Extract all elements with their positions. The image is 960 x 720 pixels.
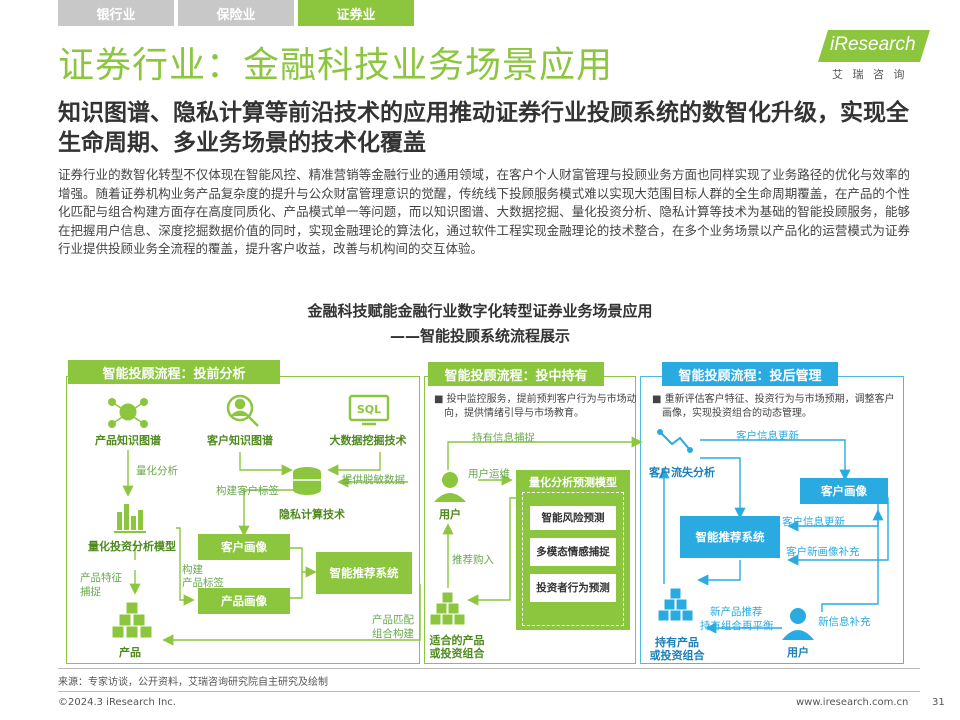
chart-title: 金融科技赋能金融行业数字化转型证券业务场景应用	[307, 302, 653, 320]
label-new-info: 新信息补充	[818, 616, 871, 628]
smart-recommend-box-1: 智能推荐系统	[316, 552, 412, 594]
label-product-feature: 产品特征	[80, 572, 122, 584]
churn-analysis-icon	[657, 429, 693, 453]
model-items-frame	[522, 492, 624, 626]
page-subtitle: 知识图谱、隐私计算等前沿技术的应用推动证券行业投顾系统的数智化升级，实现全生命周…	[58, 100, 909, 156]
panel2-header: 智能投顾流程：投中持有	[428, 362, 604, 386]
page-title: 证券行业：金融科技业务场景应用	[58, 45, 614, 86]
big-data-label: 大数据挖掘技术	[329, 434, 407, 447]
iresearch-logo: iResearch	[818, 30, 930, 62]
body-text: 证券行业的数智化转型不仅体现在智能风控、精准营销等金融行业的通用领域，在客户个人…	[58, 167, 910, 256]
logo-text: iResearch	[830, 34, 916, 55]
source-note: 来源：专家访谈，公开资料，艾瑞咨询研究院自主研究及绘制	[58, 677, 328, 688]
panel2-note-text: 投中监控服务，提前预判客户行为与市场动向，提供情绪引导与市场教育。	[444, 394, 637, 419]
label-portfolio-build: 组合构建	[372, 628, 414, 640]
label-product-tags: 产品标签	[182, 577, 224, 589]
product-boxes-icon	[111, 601, 153, 639]
logo-shape-icon	[818, 30, 930, 62]
page-number: 31	[932, 697, 945, 708]
holdings-label-1: 持有产品	[655, 636, 699, 649]
holdings-label-2: 或投资组合	[649, 649, 705, 662]
panel2-note: ■ 投中监控服务，提前预判客户行为与市场动向，提供情绪引导与市场教育。	[434, 394, 637, 419]
quant-model-label: 量化投资分析模型	[88, 540, 176, 553]
label-capture: 捕捉	[80, 586, 101, 598]
holdings-boxes-icon	[657, 587, 694, 622]
label-info-update-1: 客户信息更新	[736, 430, 799, 442]
footer-url[interactable]: www.iresearch.com.cn	[796, 697, 909, 708]
sql-icon: SQL	[348, 394, 390, 426]
panel1-header: 智能投顾流程：投前分析	[68, 360, 280, 384]
customer-profile-box: 客户画像	[198, 534, 290, 560]
risk-prediction-item: 智能风险预测	[530, 506, 616, 530]
user-icon	[434, 472, 466, 502]
copyright: ©2024.3 iResearch Inc.	[58, 697, 176, 708]
product-knowledge-graph-icon	[108, 398, 148, 428]
footer-rule-top	[58, 668, 920, 669]
footer-rule-bottom	[58, 691, 920, 692]
portfolio-label-1: 适合的产品	[429, 634, 485, 647]
label-product-match: 产品匹配	[372, 614, 414, 626]
panel3-header: 智能投顾流程：投后管理	[662, 362, 838, 386]
behavior-prediction-item: 投资者行为预测	[530, 574, 616, 602]
label-holding-capture: 持有信息捕捉	[472, 432, 535, 444]
logo-subtext: 艾 瑞 咨 询	[832, 68, 908, 81]
product-profile-box: 产品画像	[198, 588, 290, 614]
label-build: 构建	[182, 564, 203, 576]
panel2-user-label: 用户	[439, 508, 461, 521]
tab-securities[interactable]: 证券业	[298, 0, 414, 26]
svg-text:SQL: SQL	[357, 403, 381, 416]
chart-subtitle: ——智能投顾系统流程展示	[389, 327, 570, 345]
model-title: 量化分析预测模型	[529, 476, 617, 489]
panel3-user-icon	[782, 608, 814, 640]
label-desensitized-data: 提供脱敏数据	[342, 474, 405, 486]
panel3-note: ■ 重新评估客户特征、投资行为与市场预期，调整客户画像，实现投资组合的动态管理。	[652, 394, 895, 419]
label-user-ops: 用户运维	[468, 468, 510, 480]
label-recommend-buy: 推荐购入	[452, 554, 494, 566]
privacy-computing-label: 隐私计算技术	[279, 508, 345, 521]
label-new-product: 新产品推荐	[710, 606, 763, 618]
label-rebalance: 持有组合再平衡	[700, 620, 774, 632]
portfolio-boxes-icon	[429, 591, 466, 626]
label-quant-analysis: 量化分析	[136, 465, 178, 477]
label-new-profile: 客户新画像补充	[786, 546, 860, 558]
smart-recommend-box-2: 智能推荐系统	[680, 516, 780, 558]
bar-chart-icon	[114, 504, 146, 533]
tab-banking[interactable]: 银行业	[58, 0, 174, 26]
panel3-profile-box: 客户画像	[800, 478, 888, 504]
tab-insurance[interactable]: 保险业	[178, 0, 294, 26]
customer-knowledge-graph-icon	[226, 394, 259, 427]
product-kg-label: 产品知识图谱	[95, 434, 161, 447]
portfolio-label-2: 或投资组合	[429, 647, 485, 660]
product-label: 产品	[119, 646, 141, 659]
panel3-user-label: 用户	[787, 646, 809, 659]
label-build-tags: 构建客户标签	[216, 485, 279, 497]
label-info-update-2: 客户信息更新	[782, 516, 845, 528]
database-icon	[293, 467, 321, 495]
churn-analysis-label: 客户流失分析	[649, 466, 715, 479]
panel3-note-text: 重新评估客户特征、投资行为与市场预期，调整客户画像，实现投资组合的动态管理。	[662, 394, 895, 419]
emotion-capture-item: 多模态情感捕捉	[530, 538, 616, 566]
customer-kg-label: 客户知识图谱	[207, 434, 273, 447]
